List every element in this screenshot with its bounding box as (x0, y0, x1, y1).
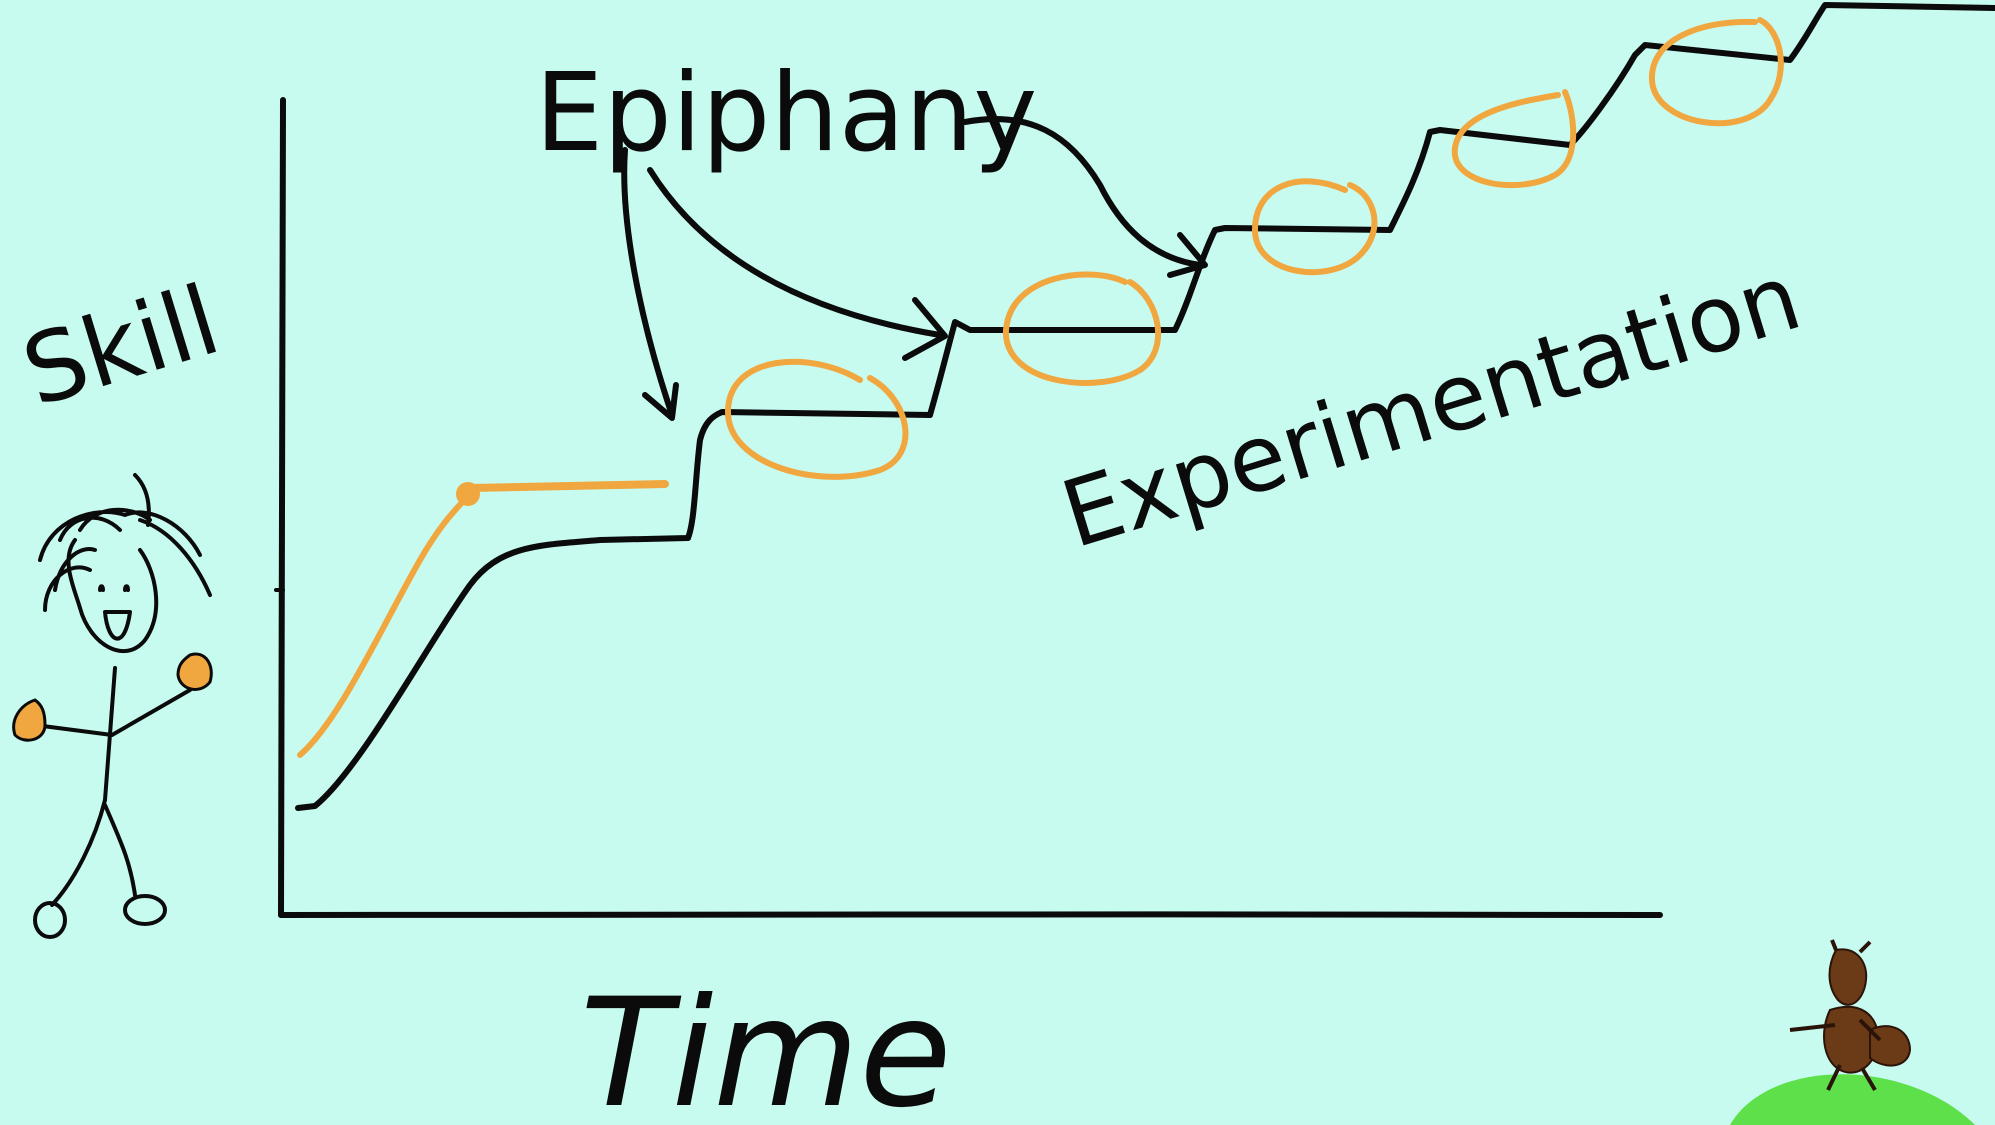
highlight-dot (456, 482, 480, 506)
arrow-head-2 (902, 297, 948, 361)
x-axis-line (278, 911, 1663, 918)
experimentation-loop-3 (1252, 178, 1378, 276)
experimentation-loops (724, 17, 1784, 480)
experimentation-loop-1 (724, 358, 909, 480)
beaver-mascot-icon (1730, 939, 1975, 1125)
epiphany-arrows (621, 116, 1208, 421)
experimentation-loop-5 (1648, 17, 1784, 127)
experimentation-loop-4 (1451, 89, 1577, 189)
initial-rise-highlight (297, 493, 471, 758)
experimentation-label: Experimentation (1050, 243, 1812, 569)
epiphany-label: Epiphany (535, 51, 1037, 176)
arrow-head-3 (1167, 232, 1208, 278)
epiphany-arrow-1 (621, 147, 675, 418)
epiphany-arrow-2 (647, 167, 943, 338)
plateau-highlight (466, 480, 669, 492)
initial-highlight (297, 480, 669, 758)
arrow-head-1 (642, 382, 679, 421)
skill-curve (295, 2, 1995, 811)
axes (274, 97, 1663, 918)
y-axis-line (278, 97, 286, 918)
stick-person-icon (12, 473, 213, 939)
experimentation-loop-2 (1002, 271, 1162, 386)
epiphany-arrow-3 (962, 116, 1203, 268)
x-axis-label: Time (580, 967, 952, 1125)
y-axis-label: Skill (11, 264, 232, 429)
